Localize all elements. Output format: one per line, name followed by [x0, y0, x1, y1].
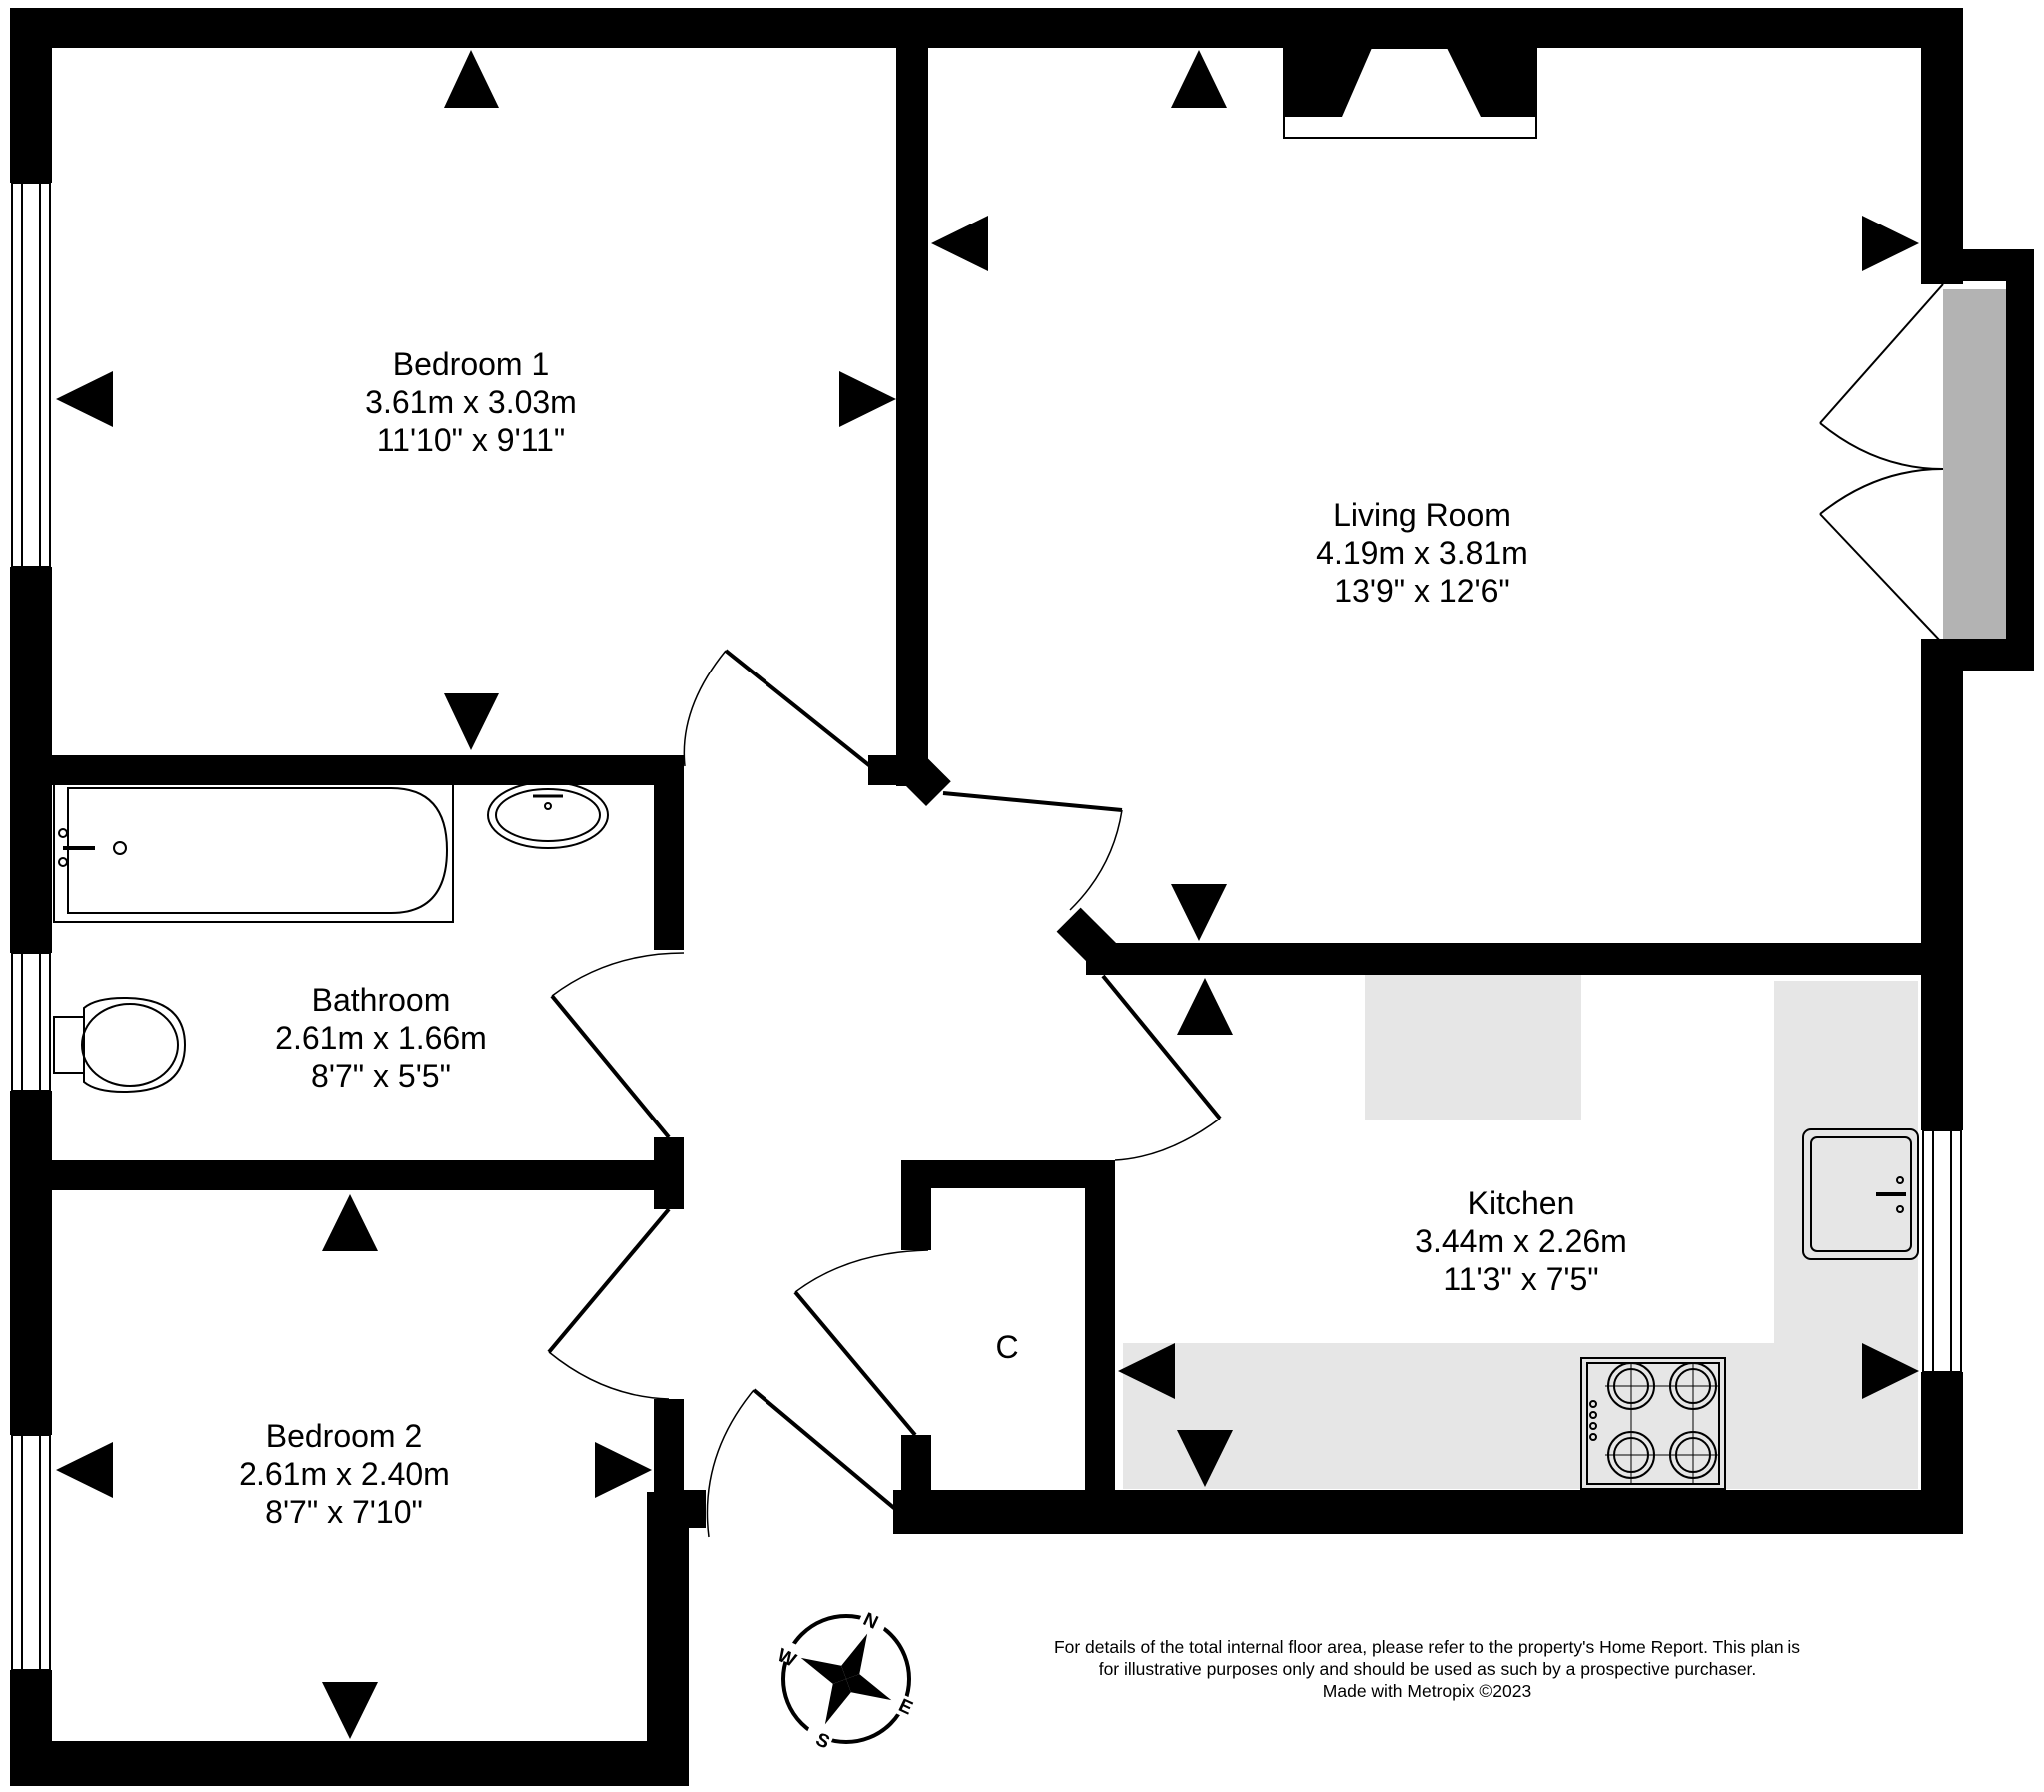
living-room-name: Living Room [1333, 497, 1511, 533]
door-jamb [684, 1490, 706, 1528]
compass-icon: N E S W [771, 1607, 921, 1754]
room-label-bedroom-1: Bedroom 1 3.61m x 3.03m 11'10" x 9'11" [365, 346, 577, 458]
room-label-kitchen: Kitchen 3.44m x 2.26m 11'3" x 7'5" [1415, 1185, 1627, 1297]
kitchen-name: Kitchen [1468, 1185, 1575, 1221]
bedroom-1-metric: 3.61m x 3.03m [365, 384, 577, 420]
fireplace [1283, 47, 1537, 139]
room-label-bathroom: Bathroom 2.61m x 1.66m 8'7" x 5'5" [275, 982, 487, 1094]
windows [11, 182, 1962, 1671]
bedroom-2-metric: 2.61m x 2.40m [239, 1456, 450, 1492]
bedroom-2-imperial: 8'7" x 7'10" [265, 1494, 423, 1530]
walls [10, 8, 2034, 1786]
bathroom-metric: 2.61m x 1.66m [275, 1020, 487, 1056]
basin-icon [487, 781, 609, 849]
room-label-living-room: Living Room 4.19m x 3.81m 13'9" x 12'6" [1316, 497, 1528, 609]
sink-icon [1802, 1128, 1919, 1260]
bedroom-1-name: Bedroom 1 [393, 346, 550, 382]
living-room-imperial: 13'9" x 12'6" [1334, 573, 1510, 609]
bedroom-2-name: Bedroom 2 [266, 1418, 423, 1454]
disclaimer-line-2: for illustrative purposes only and shoul… [1098, 1659, 1757, 1679]
room-label-bedroom-2: Bedroom 2 2.61m x 2.40m 8'7" x 7'10" [239, 1418, 450, 1530]
living-room-metric: 4.19m x 3.81m [1316, 535, 1528, 571]
kitchen-worktops [1123, 975, 1918, 1489]
bathroom-imperial: 8'7" x 5'5" [311, 1058, 451, 1094]
disclaimer-line-1: For details of the total internal floor … [1053, 1637, 1801, 1657]
hob-icon [1580, 1357, 1726, 1490]
dimension-arrow-icon [56, 50, 1919, 1739]
doors [547, 649, 1222, 1538]
cupboard-label: C [995, 1329, 1018, 1365]
bathroom-name: Bathroom [312, 982, 451, 1018]
disclaimer-line-3: Made with Metropix ©2023 [1322, 1681, 1532, 1701]
kitchen-imperial: 11'3" x 7'5" [1443, 1261, 1598, 1297]
bay-doors [1819, 283, 1944, 645]
door-jambs [901, 756, 1118, 969]
toilet-icon [53, 996, 187, 1094]
disclaimer-notice: For details of the total internal floor … [958, 1636, 1896, 1702]
kitchen-metric: 3.44m x 2.26m [1415, 1223, 1627, 1259]
bedroom-1-imperial: 11'10" x 9'11" [377, 422, 566, 458]
bath-icon [53, 777, 454, 923]
